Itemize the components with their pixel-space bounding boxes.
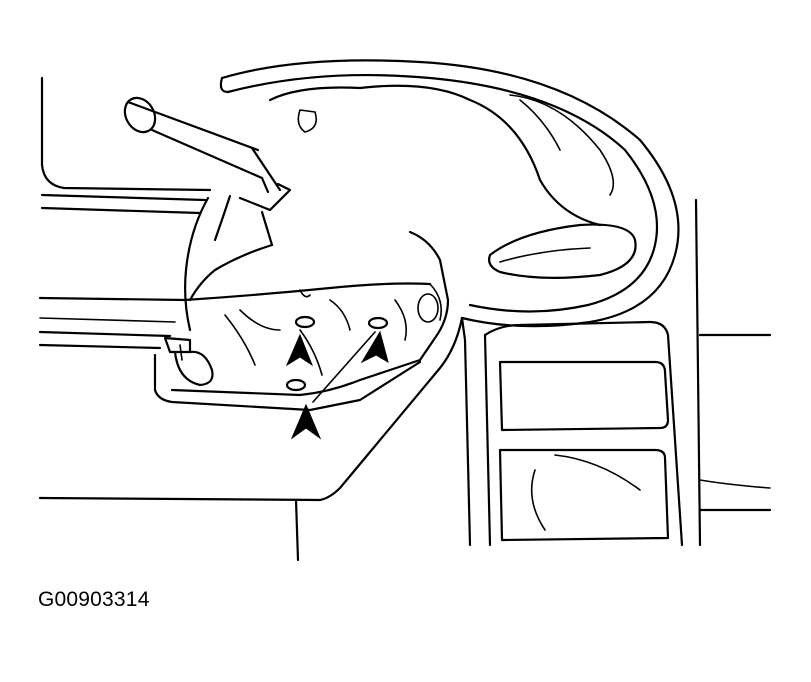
turn-signal-lever [123,96,292,247]
mounting-hole-upper-left [294,315,316,329]
mounting-hole-lower [285,378,307,392]
mounting-hole-upper-right [367,316,389,330]
arrow-right [312,330,389,403]
mounting-hole-icon [367,316,389,330]
mounting-hole-icon [285,378,307,392]
arrow-bottom [290,403,322,440]
steering-column-shroud [183,194,450,376]
center-vent-panel [460,198,772,547]
mounting-hole-icon [294,315,316,329]
steering-wheel [219,59,680,328]
figure-caption: G00903314 [38,588,150,611]
upper-dash-panel [40,76,212,215]
arrow-up-icon [290,403,322,440]
arrow-up-icon [285,333,314,367]
arrow-left [285,333,314,367]
lower-trim-panel [38,296,464,562]
arrow-up-icon [360,330,389,364]
